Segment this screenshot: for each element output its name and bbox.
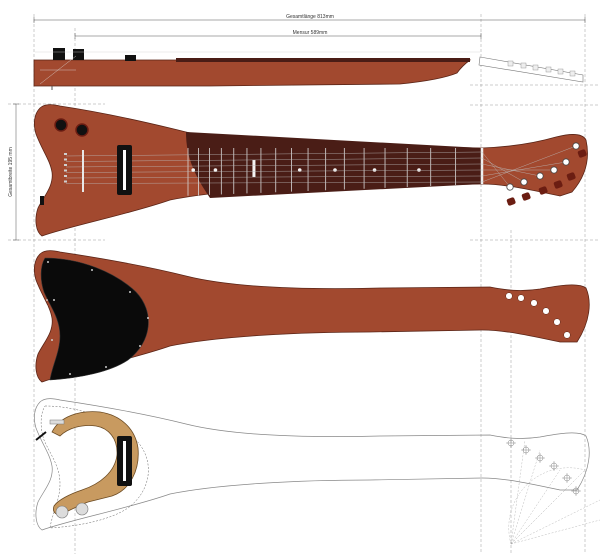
- side-body: [33, 59, 472, 87]
- tuner-post-1: [506, 183, 514, 191]
- tail-pin-1: [64, 153, 67, 155]
- inlay-12: [252, 160, 256, 177]
- tuner-button-3: [538, 186, 548, 195]
- total-length-label: Gesamtlänge 813mm: [286, 14, 334, 20]
- tuner-hole-4: [542, 307, 550, 315]
- tail-pin-5: [64, 175, 67, 177]
- tail-pin-2: [64, 158, 67, 161]
- pickguard-screw-3: [129, 291, 131, 293]
- tuner-post-6: [572, 142, 580, 150]
- side-knob-2: [73, 49, 84, 60]
- pickguard-screw-1: [47, 261, 49, 263]
- volume-knob: [54, 118, 68, 132]
- string-3: [65, 163, 483, 168]
- back-view: [33, 250, 590, 383]
- front-inlays: [191, 160, 421, 177]
- inlay-17: [191, 168, 196, 172]
- jack-hole-1: [46, 299, 48, 301]
- jack-hole-2: [46, 305, 48, 307]
- side-view: [33, 48, 584, 90]
- inlay-15: [213, 168, 218, 172]
- scale-length-label: Mensur 589mm: [293, 30, 328, 36]
- tuner-button-1: [506, 197, 516, 206]
- jack-hole-3: [46, 311, 48, 313]
- string-4: [65, 169, 483, 173]
- routing-outline: [34, 398, 590, 531]
- string-5: [65, 175, 483, 179]
- headstock-string-6: [481, 145, 577, 183]
- tuner-hole-3: [530, 299, 538, 307]
- tuner-hole-5: [553, 318, 561, 326]
- tuner-post-3: [536, 172, 544, 180]
- headstock-geometry: [508, 439, 600, 545]
- pickguard-screws: [46, 261, 149, 375]
- pickguard-screw-4: [147, 317, 149, 319]
- jack-hole-5: [46, 323, 48, 325]
- headstock-string-1: [481, 151, 511, 188]
- back-tuner-holes: [505, 292, 571, 339]
- total-length-dimension: Gesamtlänge 813mm: [33, 14, 586, 23]
- side-tuner-posts: [507, 60, 576, 77]
- total-width-label: Gesamtbreite 195 mm: [8, 147, 14, 196]
- pickguard-screw-9: [53, 299, 55, 301]
- string-2: [65, 157, 483, 162]
- tuner-hole-2: [517, 294, 525, 302]
- headstock-tuners: [481, 142, 587, 206]
- pickguard-screw-6: [105, 366, 107, 368]
- routing-jack: [49, 419, 65, 425]
- tuner-button-4: [553, 180, 563, 189]
- tuner-hole-1: [505, 292, 513, 300]
- tuner-button-2: [521, 192, 531, 201]
- tail-pin-4: [64, 169, 67, 172]
- tuner-button-5: [566, 172, 576, 181]
- pickguard-screw-5: [139, 345, 141, 347]
- total-width-dimension: Gesamtbreite 195 mm: [8, 103, 19, 241]
- string-1: [65, 151, 483, 157]
- tuner-post-4: [550, 166, 558, 174]
- tail-pin-6: [64, 180, 67, 183]
- pickguard-screw-2: [91, 269, 93, 271]
- routing-cavity: [51, 411, 139, 515]
- front-view: [33, 104, 588, 237]
- tailpiece-pins: [64, 153, 67, 183]
- tail-pin-3: [64, 164, 67, 166]
- pickup-pole-strip: [123, 150, 126, 190]
- side-knob-1: [53, 48, 65, 60]
- tuner-button-6: [577, 149, 587, 158]
- scale-length-dimension: Mensur 589mm: [74, 30, 482, 39]
- string-6: [65, 181, 483, 184]
- pickguard-screw-7: [69, 373, 71, 375]
- output-jack: [40, 196, 44, 205]
- tone-knob: [75, 123, 89, 137]
- back-pickguard: [40, 257, 149, 381]
- side-headstock: [478, 56, 584, 83]
- front-strings: [65, 151, 483, 184]
- inlay-3: [417, 168, 421, 172]
- headstock-string-5: [481, 161, 567, 177]
- inlay-5: [372, 168, 377, 172]
- pickguard-screw-8: [51, 339, 53, 341]
- routing-view: [34, 398, 600, 545]
- side-fretboard: [176, 58, 470, 62]
- back-body: [33, 250, 590, 383]
- inlay-7: [333, 168, 337, 172]
- routing-pot-2: [75, 502, 89, 516]
- tuner-hole-6: [563, 331, 571, 339]
- side-bridge: [125, 55, 136, 61]
- tuner-post-2: [520, 178, 528, 186]
- tuner-post-5: [562, 158, 570, 166]
- jack-hole-6: [46, 329, 48, 331]
- jack-hole-4: [46, 317, 48, 319]
- routing-pot-1: [55, 505, 69, 519]
- routing-tuner-marks: [506, 438, 581, 496]
